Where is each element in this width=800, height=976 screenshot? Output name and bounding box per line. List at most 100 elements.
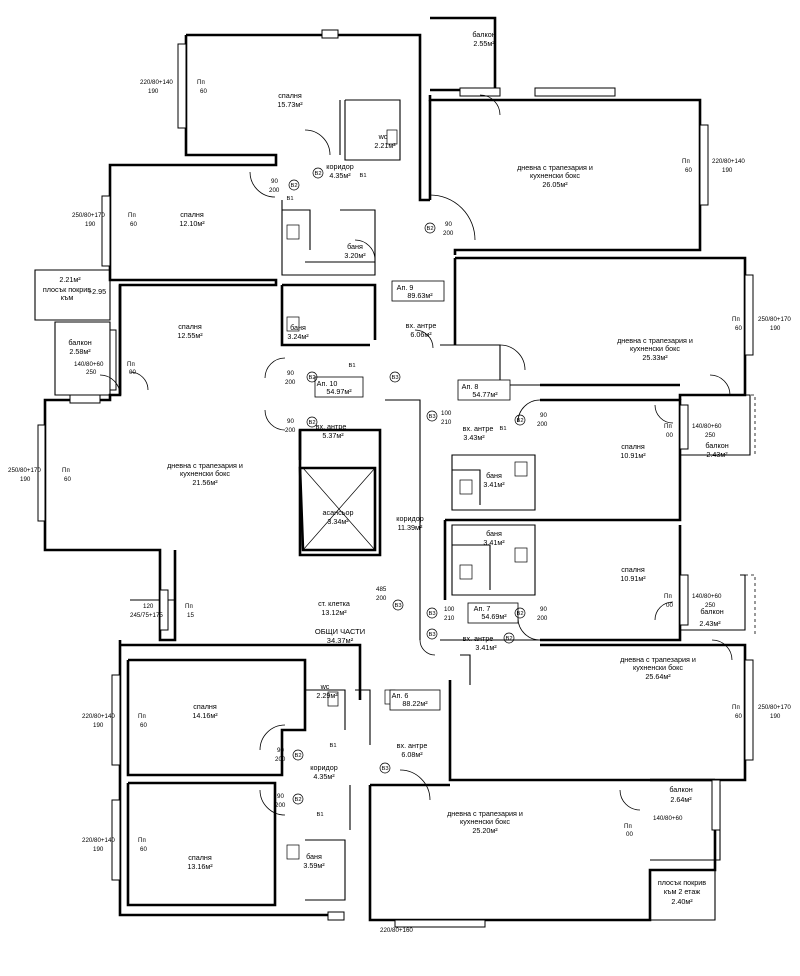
svg-text:90: 90: [540, 606, 547, 613]
svg-text:210: 210: [444, 615, 455, 622]
svg-text:200: 200: [537, 421, 548, 428]
svg-text:В2: В2: [516, 611, 523, 617]
svg-text:190: 190: [770, 713, 781, 720]
svg-text:В3: В3: [428, 414, 435, 420]
svg-text:250: 250: [86, 369, 97, 376]
svg-text:60: 60: [140, 722, 147, 729]
svg-text:Ап. 8: Ап. 8: [462, 382, 479, 391]
svg-text:13.16м²: 13.16м²: [187, 862, 213, 871]
svg-text:60: 60: [64, 476, 71, 483]
svg-text:220/80+160: 220/80+160: [380, 927, 413, 934]
svg-text:00: 00: [666, 602, 673, 609]
svg-text:В2: В2: [308, 420, 315, 426]
svg-text:2.43м²: 2.43м²: [699, 619, 721, 628]
svg-text:485: 485: [376, 586, 387, 593]
svg-text:коридор: коридор: [310, 763, 337, 772]
svg-text:60: 60: [130, 221, 137, 228]
svg-text:60: 60: [735, 325, 742, 332]
svg-text:В1: В1: [286, 196, 293, 202]
svg-text:6.06м²: 6.06м²: [410, 330, 432, 339]
svg-text:В3: В3: [394, 603, 401, 609]
svg-text:вх. антре: вх. антре: [406, 321, 437, 330]
svg-text:12.10м²: 12.10м²: [179, 219, 205, 228]
svg-text:В1: В1: [348, 363, 355, 369]
svg-text:250/80+170: 250/80+170: [758, 316, 791, 323]
svg-text:В2: В2: [294, 797, 301, 803]
svg-text:220/80+140: 220/80+140: [712, 158, 745, 165]
apartment-8-label: Ап. 8 54.77м²: [457, 379, 511, 401]
svg-text:дневна с трапезария и: дневна с трапезария и: [447, 809, 523, 818]
svg-text:54.77м²: 54.77м²: [472, 390, 498, 399]
svg-text:2.21м²: 2.21м²: [374, 141, 396, 150]
svg-text:250: 250: [705, 602, 716, 609]
svg-text:В3: В3: [428, 611, 435, 617]
svg-text:спалня: спалня: [621, 442, 645, 451]
svg-text:2.29м²: 2.29м²: [316, 691, 338, 700]
svg-text:В2: В2: [294, 753, 301, 759]
svg-text:90: 90: [277, 793, 284, 800]
svg-text:В2: В2: [516, 418, 523, 424]
svg-text:00: 00: [129, 369, 136, 376]
balcony-outlines: [745, 394, 756, 635]
svg-text:Пп: Пп: [138, 713, 146, 720]
svg-text:спалня: спалня: [188, 853, 212, 862]
svg-text:баня: баня: [290, 323, 306, 332]
apartment-labels: Ап. 9 89.63м² Ап. 10 54.97м² Ап. 8 54.77…: [314, 280, 519, 711]
apartment-7-label: Ап. 7 54.69м²: [467, 602, 519, 624]
svg-text:2.43м²: 2.43м²: [706, 450, 728, 459]
svg-text:200: 200: [285, 427, 296, 434]
svg-text:250/80+170: 250/80+170: [72, 212, 105, 219]
svg-text:250/80+170: 250/80+170: [758, 704, 791, 711]
svg-text:200: 200: [269, 187, 280, 194]
svg-text:11.39м²: 11.39м²: [398, 523, 423, 532]
svg-text:54.97м²: 54.97м²: [326, 387, 352, 396]
svg-text:88.22м²: 88.22м²: [402, 699, 428, 708]
svg-text:балкон: балкон: [669, 785, 692, 794]
svg-text:баня: баня: [347, 242, 363, 251]
svg-text:+2.95: +2.95: [88, 287, 106, 296]
svg-text:26.05м²: 26.05м²: [542, 180, 568, 189]
svg-text:90: 90: [287, 418, 294, 425]
room-label: wc2.21м²: [374, 132, 396, 150]
svg-text:вх. антре: вх. антре: [463, 424, 494, 433]
svg-text:245/75+175: 245/75+175: [130, 612, 163, 619]
svg-text:13.12м²: 13.12м²: [321, 608, 347, 617]
svg-text:В2: В2: [290, 183, 297, 189]
svg-text:220/80+140: 220/80+140: [140, 79, 173, 86]
svg-text:Пп: Пп: [185, 603, 193, 610]
svg-text:ст. клетка: ст. клетка: [318, 599, 350, 608]
svg-text:В1: В1: [359, 173, 366, 179]
apartment-10-label: Ап. 10 54.97м²: [314, 376, 364, 398]
svg-text:210: 210: [441, 419, 452, 426]
svg-text:Ап. 6: Ап. 6: [392, 691, 409, 700]
svg-text:3.59м²: 3.59м²: [303, 861, 325, 870]
svg-text:00: 00: [666, 432, 673, 439]
svg-text:15.73м²: 15.73м²: [277, 100, 303, 109]
svg-text:5.37м²: 5.37м²: [322, 431, 344, 440]
svg-text:баня: баня: [486, 529, 502, 538]
svg-text:190: 190: [20, 476, 31, 483]
svg-text:2.40м²: 2.40м²: [671, 897, 693, 906]
svg-text:Пп: Пп: [128, 212, 136, 219]
svg-text:10.91м²: 10.91м²: [620, 451, 646, 460]
svg-text:190: 190: [85, 221, 96, 228]
svg-text:спалня: спалня: [193, 702, 217, 711]
svg-text:В2: В2: [308, 375, 315, 381]
svg-text:плосък покрив: плосък покрив: [43, 285, 91, 294]
walls: [43, 16, 747, 922]
svg-text:89.63м²: 89.63м²: [407, 291, 433, 300]
svg-text:120: 120: [143, 603, 154, 610]
